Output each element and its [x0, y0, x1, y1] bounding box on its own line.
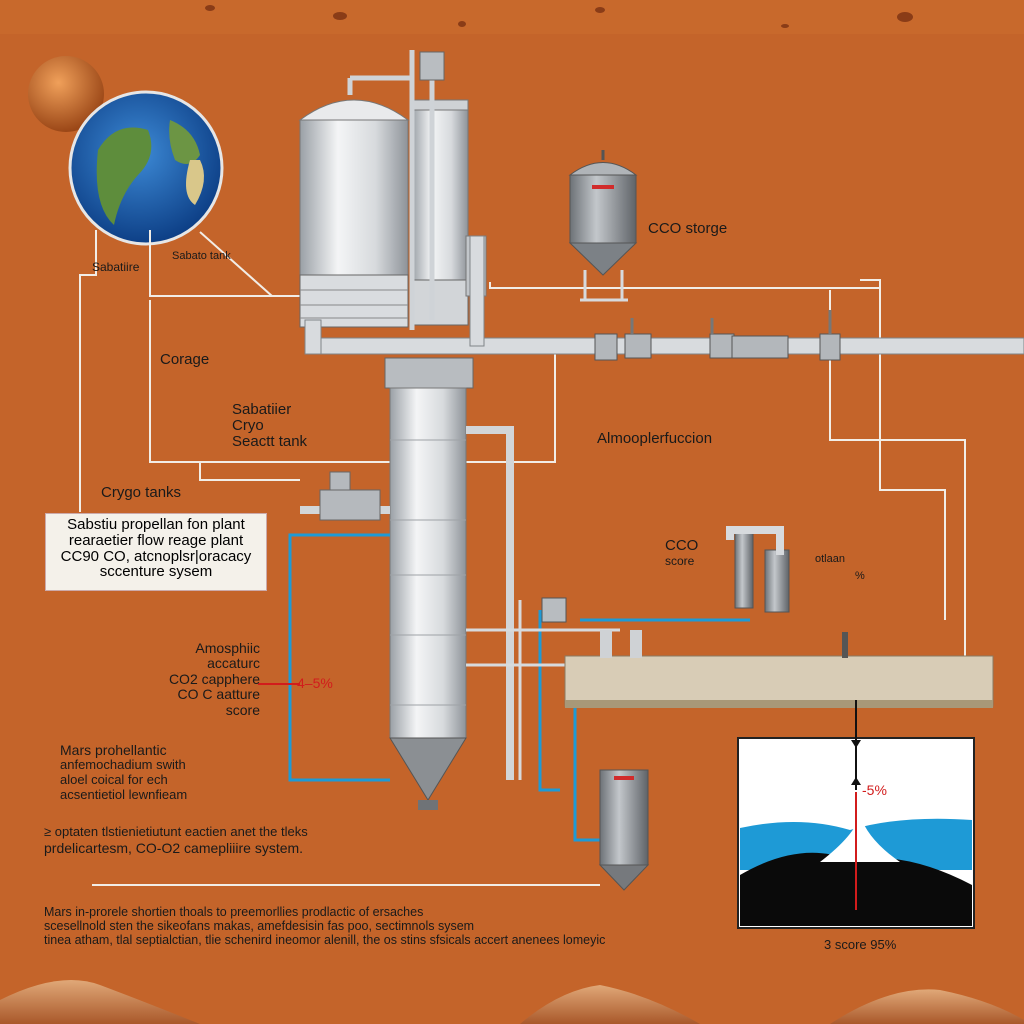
- info-box-line-2: rearaetier flow reage plant: [68, 531, 244, 549]
- cco-storage-tank: [568, 150, 638, 302]
- label-sabatier-cryo: Sabatiier Cryo Seactt tank: [232, 402, 307, 449]
- label-percent-left: 4–5%: [297, 675, 333, 691]
- label-ac-1: Amosphiic: [195, 640, 260, 656]
- bullet-note-1: ≥ optaten tlstienietiutunt eactien anet …: [44, 824, 308, 839]
- mars-dunes: [0, 980, 1024, 1024]
- label-cryo-tanks: Crygo tanks: [101, 484, 182, 501]
- water-lines: [288, 533, 750, 842]
- label-ac-3: CO2 capphere: [168, 670, 260, 687]
- info-box: Sabstiu propellan fon plant rearaetier f…: [45, 513, 267, 591]
- grey-lines: [466, 600, 620, 780]
- label-coo-score: CCO score: [665, 537, 699, 568]
- mars-notes: Mars prohellantic anfemochadium swith al…: [60, 742, 187, 803]
- label-sabatier-cryo-3: Seactt tank: [232, 432, 308, 450]
- mars-note-4: acsentietiol lewnfieam: [60, 786, 188, 802]
- label-ac-4: CO C aatture: [177, 686, 260, 703]
- mars-planet-icon: [28, 56, 104, 132]
- label-ac-2: accaturc: [207, 655, 260, 672]
- processing-platform: [564, 630, 994, 708]
- info-box-line-3: CC90 CO, atcnoplsr|oracacy: [60, 547, 252, 565]
- label-ac-5: score: [225, 701, 260, 718]
- main-pipeline: [304, 235, 1024, 361]
- label-score: score: [665, 553, 695, 568]
- heat-exchanger: [541, 526, 790, 623]
- info-box-line-1: Sabstiu propellan fon plant: [67, 516, 245, 533]
- earth-planet-icon: [68, 90, 224, 246]
- bullet-note: ≥ optaten tlstienietiutunt eactien anet …: [44, 824, 308, 856]
- label-sabatier-cryo-1: Sabatiier: [232, 401, 292, 418]
- mars-note-3: aloel coical for ech: [60, 772, 168, 788]
- callout-lines: [79, 230, 966, 886]
- craters: [205, 5, 913, 28]
- label-inset-score: 3 score 95%: [824, 937, 897, 952]
- label-sabato-tank: Sabato tank: [172, 250, 231, 262]
- footer-text: Mars in-prorele shortien thoals to preem…: [44, 905, 605, 947]
- footer-line-3: tinea atham, tlal septialctian, tlie sch…: [44, 933, 606, 947]
- label-percent-inset: -5%: [862, 782, 887, 798]
- footer-line-2: scesellnold sten the sikeofans makas, am…: [44, 919, 475, 933]
- bullet-note-2: prdelicartesm, CO-O2 camepliiire system.: [44, 839, 304, 856]
- side-valve-assembly: [319, 471, 381, 521]
- label-right-percent: %: [855, 570, 865, 582]
- mars-note-1: Mars prohellantic: [60, 742, 167, 758]
- valve-top: [419, 51, 445, 81]
- inset-graph: [737, 700, 975, 929]
- mars-note-2: anfemochadium swith: [60, 757, 186, 773]
- sabatier-reactor-tank: [298, 99, 410, 328]
- lower-storage-tank: [598, 769, 650, 891]
- label-atmospheric-capture: Amosphiic accaturc CO2 capphere CO C aat…: [168, 640, 260, 718]
- label-right-small: otlaan: [815, 553, 845, 565]
- label-sabatier: Sabatiire: [92, 260, 140, 274]
- info-box-line-4: sccenture sysem: [99, 563, 213, 581]
- propellant-column: [384, 357, 474, 810]
- label-cco-storage: CCO storge: [648, 220, 728, 237]
- footer-line-1: Mars in-prorele shortien thoals to preem…: [44, 905, 424, 919]
- label-coo: CCO: [665, 537, 699, 554]
- label-atmosphere-production: Almooplerfuccion: [597, 430, 713, 447]
- sky-band: [0, 0, 1024, 34]
- label-corage: Corage: [160, 351, 210, 368]
- label-sabatier-cryo-2: Cryo: [232, 416, 264, 434]
- tank-frame-pipes: [347, 50, 435, 330]
